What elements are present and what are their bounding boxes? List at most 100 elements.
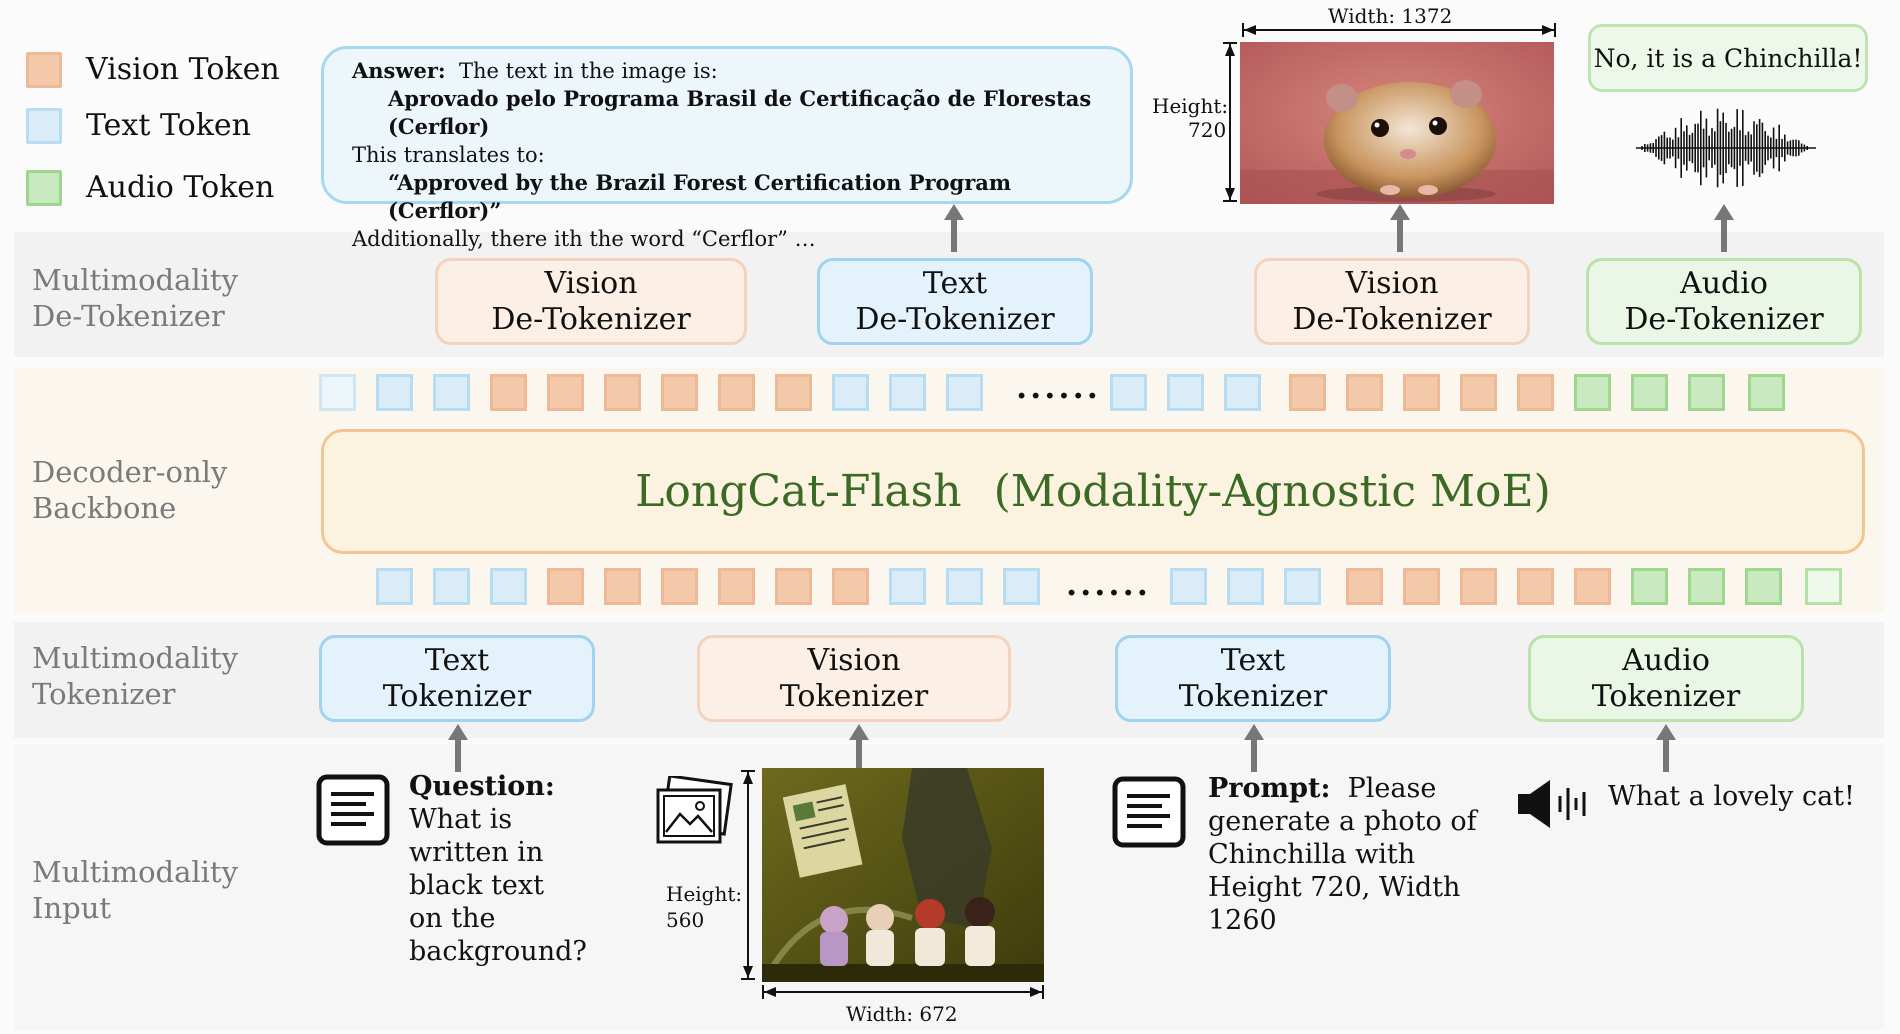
arrow-up-icon — [1714, 204, 1734, 252]
prompt-first-line: Prompt: Please — [1208, 772, 1477, 805]
vision-detokenizer-2: Vision De-Tokenizer — [1254, 258, 1530, 345]
vision-token — [1289, 374, 1326, 411]
arrow-up-icon — [448, 724, 468, 772]
vision-token — [1574, 568, 1611, 605]
text-token — [889, 568, 926, 605]
question-line: What is — [409, 804, 513, 835]
question-line: background? — [409, 936, 587, 967]
arrow-up-icon — [1390, 204, 1410, 252]
box-line: De-Tokenizer — [1624, 301, 1824, 337]
answer-original-text: Aprovado pelo Programa Brasil de Certifi… — [388, 86, 1092, 139]
question-label: Question: — [409, 771, 555, 802]
audio-token — [1805, 568, 1842, 605]
input-image-height-value: 560 — [666, 908, 705, 932]
speech-output-bubble: No, it is a Chinchilla! — [1588, 24, 1868, 92]
vision-token — [547, 374, 584, 411]
vision-token — [1517, 374, 1554, 411]
prompt-input: Prompt: Please generate a photo of Chinc… — [1208, 772, 1477, 937]
vision-token — [832, 568, 869, 605]
audio-waveform-icon — [1636, 108, 1816, 188]
audio-detokenizer: Audio De-Tokenizer — [1586, 258, 1862, 345]
text-token — [433, 568, 470, 605]
legend-audio-swatch — [26, 170, 62, 206]
box-line: Vision — [1345, 265, 1439, 301]
box-line: Tokenizer — [1591, 678, 1741, 714]
vision-token — [1517, 568, 1554, 605]
question-input: Question: What is written in black text … — [409, 770, 587, 968]
vision-token — [775, 374, 812, 411]
box-line: De-Tokenizer — [855, 301, 1055, 337]
input-photo-figurines — [762, 768, 1044, 982]
row-label-line: Multimodality — [32, 263, 238, 297]
answer-translate-label: This translates to: — [352, 143, 545, 167]
vision-token — [1346, 374, 1383, 411]
row-label-line: De-Tokenizer — [32, 299, 225, 333]
image-gallery-icon — [656, 776, 733, 844]
vision-token — [1403, 568, 1440, 605]
text-token — [832, 374, 869, 411]
text-token — [1167, 374, 1204, 411]
row-label-line: Tokenizer — [32, 677, 176, 711]
question-line: black text — [409, 870, 544, 901]
prompt-label: Prompt: — [1208, 773, 1331, 804]
answer-label: Answer: — [352, 58, 446, 83]
box-line: Vision — [807, 642, 901, 678]
box-line: Text — [1220, 642, 1286, 678]
vision-token — [1403, 374, 1440, 411]
text-detokenizer: Text De-Tokenizer — [817, 258, 1093, 345]
generated-image-width-label: Width: 1372 — [1328, 4, 1453, 28]
vision-token — [718, 374, 755, 411]
prompt-line: generate a photo of — [1208, 806, 1477, 837]
vision-token — [661, 568, 698, 605]
generated-image-height-label: Height: — [1152, 94, 1229, 118]
box-line: Tokenizer — [779, 678, 929, 714]
audio-token — [1574, 374, 1611, 411]
text-token — [376, 568, 413, 605]
legend-vision-swatch — [26, 52, 62, 88]
vision-token — [604, 374, 641, 411]
audio-token — [1631, 568, 1668, 605]
hamster-image — [1240, 42, 1554, 204]
text-token — [1284, 568, 1321, 605]
prompt-line: Chinchilla with — [1208, 839, 1416, 870]
audio-token — [1688, 374, 1725, 411]
row-label-tokenizer: Multimodality Tokenizer — [32, 640, 238, 712]
vision-token — [1346, 568, 1383, 605]
arrow-up-icon — [849, 724, 869, 772]
arrow-up-icon — [1244, 724, 1264, 772]
vision-token — [775, 568, 812, 605]
input-image-height-label: Height: — [666, 882, 743, 906]
vision-token — [718, 568, 755, 605]
row-label-line: Backbone — [32, 491, 177, 525]
vision-token — [604, 568, 641, 605]
box-line: Text — [922, 265, 988, 301]
text-token — [946, 568, 983, 605]
document-icon — [316, 774, 390, 846]
row-label-line: Input — [32, 891, 112, 925]
longcat-flash-backbone: LongCat-Flash (Modality-Agnostic MoE) — [321, 429, 1865, 554]
row-label-line: Multimodality — [32, 855, 238, 889]
vision-detokenizer-1: Vision De-Tokenizer — [435, 258, 747, 345]
text-token — [1224, 374, 1261, 411]
audio-token — [1631, 374, 1668, 411]
answer-additional: Additionally, there ith the word “Cerflo… — [352, 227, 816, 251]
text-token — [946, 374, 983, 411]
generated-image-height-value: 720 — [1188, 118, 1227, 142]
vision-token — [1460, 568, 1497, 605]
answer-text: The text in the image is: — [459, 59, 718, 83]
legend-vision-label: Vision Token — [86, 52, 280, 87]
row-label-detokenizer: Multimodality De-Tokenizer — [32, 262, 238, 334]
text-token — [1003, 568, 1040, 605]
audio-token — [1745, 568, 1782, 605]
row-label-input: Multimodality Input — [32, 854, 238, 926]
audio-token — [1688, 568, 1725, 605]
text-token — [376, 374, 413, 411]
box-line: Vision — [544, 265, 638, 301]
row-label-line: Decoder-only — [32, 455, 228, 489]
text-token — [1170, 568, 1207, 605]
text-token — [490, 568, 527, 605]
text-tokenizer-2: Text Tokenizer — [1115, 635, 1391, 722]
document-icon — [1112, 776, 1186, 848]
box-line: Text — [424, 642, 490, 678]
box-line: De-Tokenizer — [1292, 301, 1492, 337]
